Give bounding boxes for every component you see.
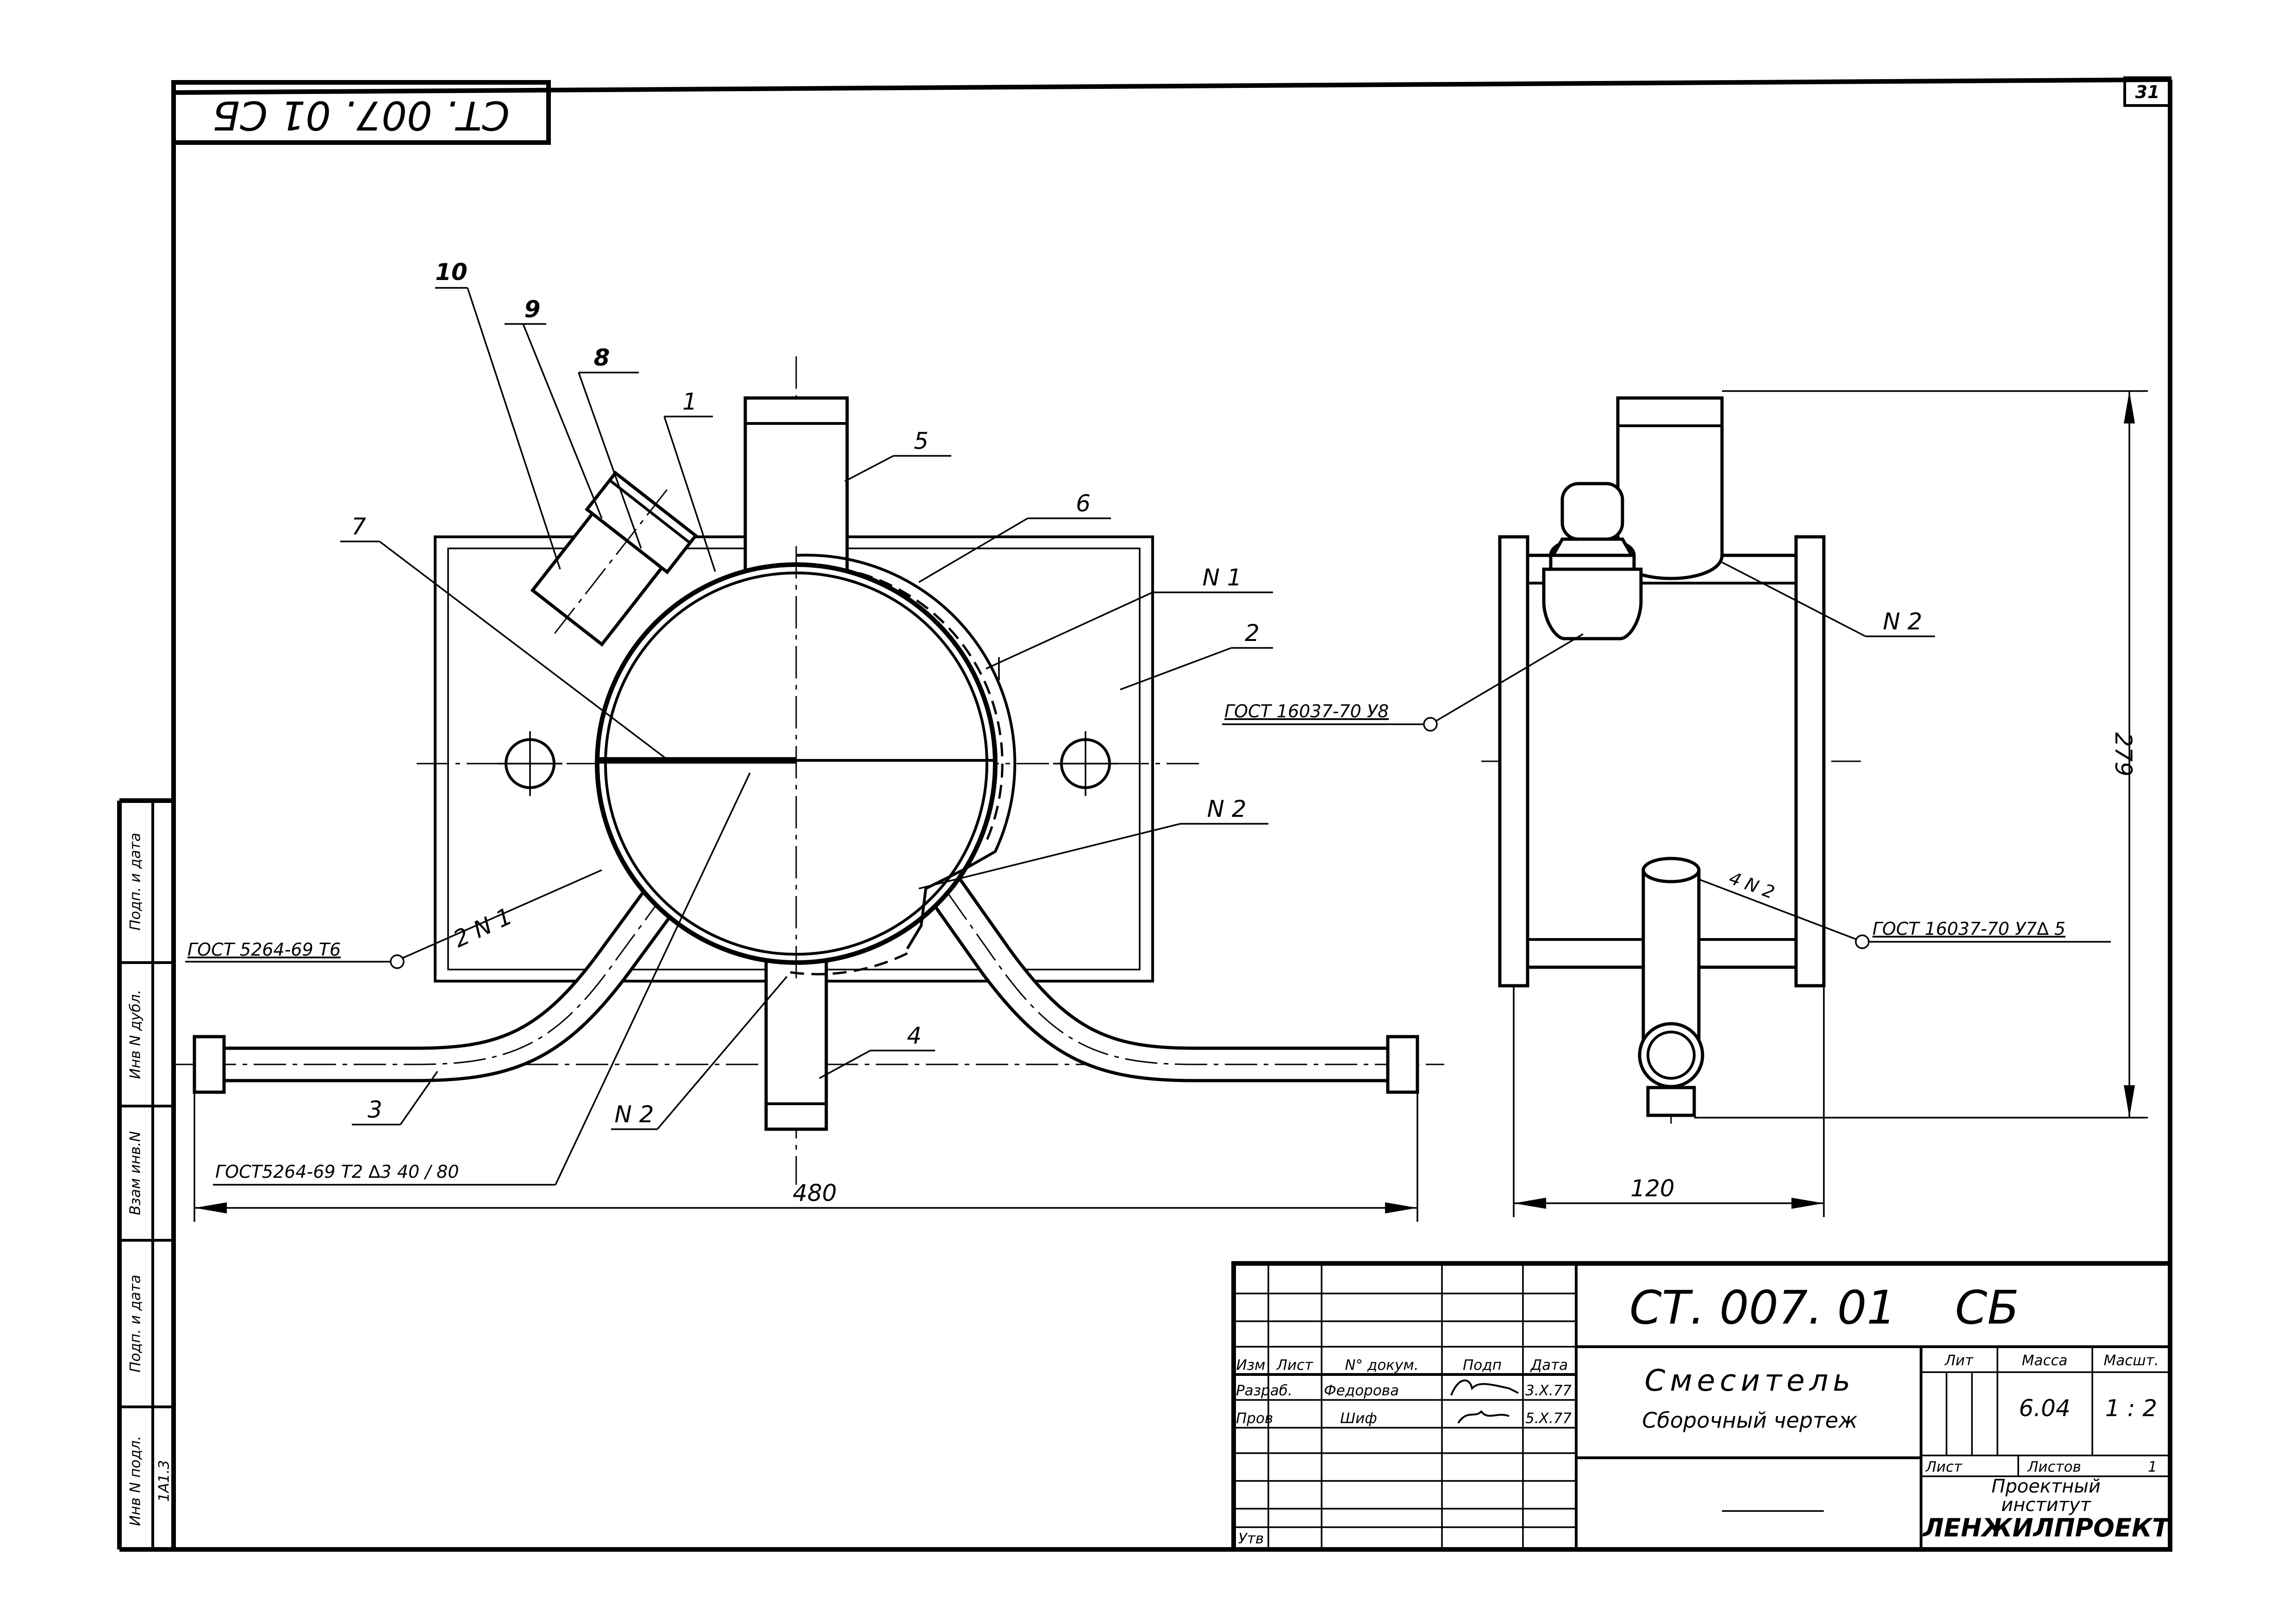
row-utv: Утв bbox=[1238, 1530, 1264, 1547]
side-flange-left bbox=[1498, 535, 1529, 988]
title-name-line1: Смеситель bbox=[1645, 1364, 1855, 1398]
pos-10-label: 10 bbox=[435, 259, 468, 286]
cover-plate bbox=[796, 553, 1017, 950]
dimension-480-value: 480 bbox=[792, 1180, 836, 1206]
stamp-vzam-inv: Взам инв.N bbox=[127, 1131, 144, 1215]
side-weld-top: N 2 bbox=[1883, 608, 1922, 635]
dimension-279 bbox=[1694, 390, 2148, 1119]
dimension-120-value: 120 bbox=[1630, 1175, 1674, 1202]
hdr-izm: Изм bbox=[1236, 1357, 1265, 1374]
signature-checker bbox=[1457, 1410, 1510, 1424]
weld-n2-bottom-label: N 2 bbox=[614, 1101, 654, 1128]
org-line3: ЛЕНЖИЛПРОЕКТ bbox=[1922, 1513, 2171, 1542]
scale-value: 1 : 2 bbox=[2105, 1395, 2157, 1422]
curved-pipe-left bbox=[202, 877, 683, 1082]
sheet-label: Лист bbox=[1925, 1459, 1963, 1475]
pos-3-label: 3 bbox=[368, 1096, 382, 1123]
row-date-checker: 5.X.77 bbox=[1525, 1410, 1572, 1427]
bottom-branch-pipe bbox=[764, 947, 828, 1131]
dimension-120 bbox=[1513, 986, 1825, 1217]
lit-label: Лит bbox=[1944, 1352, 1973, 1369]
pipe-end-right bbox=[1386, 1035, 1419, 1094]
org-line2: институт bbox=[2001, 1494, 2091, 1516]
pos-2-label: 2 bbox=[1245, 620, 1260, 647]
stamp-inv-podl: Инв N подл. bbox=[127, 1436, 144, 1526]
row-role-developer: Разраб. bbox=[1236, 1382, 1292, 1399]
angled-socket bbox=[530, 471, 698, 647]
pos-8-label: 8 bbox=[594, 344, 610, 371]
row-name-developer: Федорова bbox=[1324, 1382, 1399, 1399]
hdr-list: Лист bbox=[1276, 1357, 1314, 1374]
pos-4-label: 4 bbox=[907, 1022, 922, 1049]
side-socket bbox=[1542, 567, 1643, 640]
row-date-developer: 3.X.77 bbox=[1525, 1382, 1572, 1399]
weld-2n1-left-label: 2 N 1 bbox=[449, 902, 516, 953]
rotated-sheet-code: СТ. 007. 01 СБ bbox=[212, 92, 510, 138]
weld-n1-top-label: N 1 bbox=[1202, 564, 1242, 591]
title-name-line2: Сборочный чертеж bbox=[1642, 1408, 1858, 1433]
sheets-label: Листов bbox=[2027, 1459, 2081, 1475]
pos-6-label: 6 bbox=[1076, 490, 1091, 517]
front-view-leaders bbox=[185, 287, 1273, 1186]
pipe-end-left bbox=[193, 1035, 226, 1094]
gost-left-label: ГОСТ 5264-69 Т6 bbox=[187, 939, 341, 960]
side-gost-upper: ГОСТ 16037-70 У8 bbox=[1224, 701, 1389, 721]
stamp-podp-data-1: Подп. и дата bbox=[127, 1275, 144, 1372]
side-view bbox=[1481, 396, 1861, 1129]
hdr-sign: Подп bbox=[1463, 1357, 1502, 1374]
org-line1: Проектный bbox=[1991, 1476, 2101, 1497]
curved-pipe-right bbox=[923, 867, 1409, 1082]
weld-n2-right-label: N 2 bbox=[1207, 796, 1246, 822]
stamp-podp-data-2: Подп. и дата bbox=[127, 833, 144, 930]
stamp-inv-dubl: Инв N дубл. bbox=[127, 989, 144, 1079]
signature-developer bbox=[1450, 1379, 1519, 1396]
row-role-checker: Пров bbox=[1236, 1410, 1273, 1427]
sheet-number: 31 bbox=[2135, 82, 2160, 102]
stamp-inv-value: 1A1.3 bbox=[156, 1460, 173, 1502]
sheets-count: 1 bbox=[2148, 1459, 2157, 1475]
title-designation: СТ. 007. 01 СБ bbox=[1629, 1281, 2019, 1335]
pos-7-label: 7 bbox=[351, 513, 366, 540]
side-gost-lower: ГОСТ 16037-70 У7∆ 5 bbox=[1872, 919, 2065, 939]
side-view-leaders bbox=[1222, 561, 2111, 949]
hdr-date: Дата bbox=[1530, 1357, 1568, 1374]
scale-label: Масшт. bbox=[2103, 1352, 2159, 1369]
mass-label: Масса bbox=[2022, 1352, 2068, 1369]
title-block bbox=[1231, 1261, 2172, 1552]
front-view bbox=[176, 356, 1444, 1185]
dimension-279-value: 279 bbox=[2110, 732, 2137, 776]
dimension-480 bbox=[193, 1092, 1418, 1222]
hdr-doc: N° докум. bbox=[1345, 1357, 1418, 1374]
pos-9-label: 9 bbox=[524, 296, 541, 323]
gost-bottom-label: ГОСТ5264-69 Т2 ∆3 40 / 80 bbox=[215, 1162, 459, 1182]
pos-5-label: 5 bbox=[914, 428, 929, 454]
mass-value: 6.04 bbox=[2019, 1395, 2070, 1422]
row-name-checker: Шиф bbox=[1340, 1410, 1377, 1427]
pos-1-label: 1 bbox=[682, 388, 697, 415]
